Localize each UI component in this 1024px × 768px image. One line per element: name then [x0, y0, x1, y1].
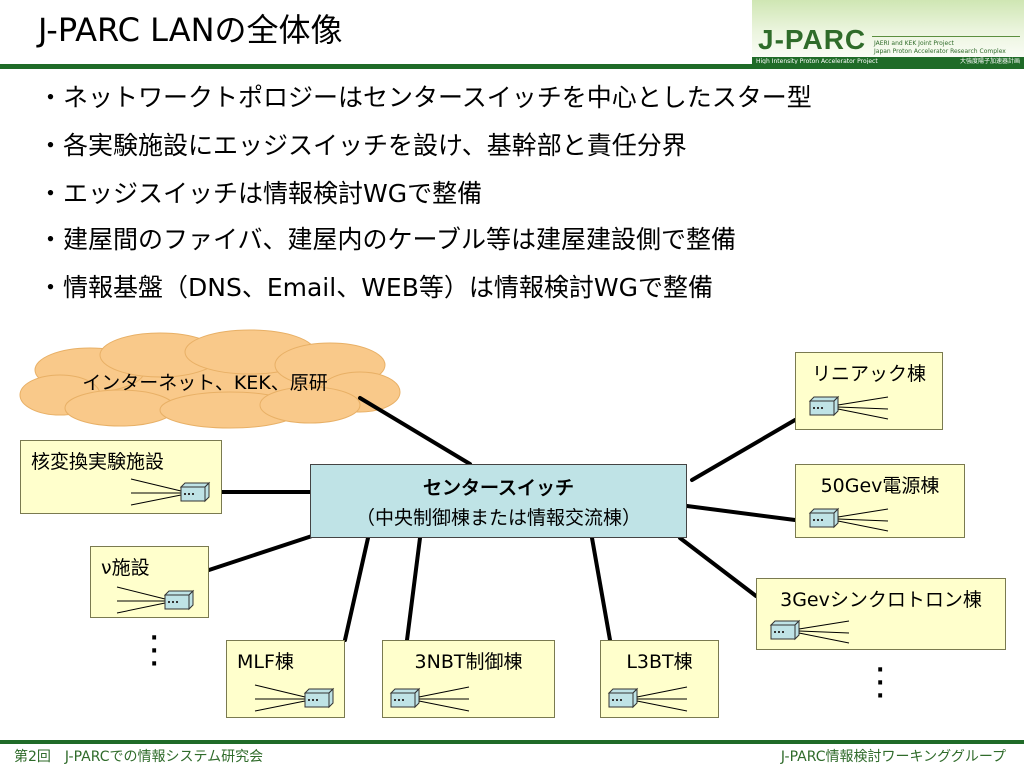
- logo-wordmark: J-PARC: [758, 24, 867, 55]
- edge-switch-icon: [116, 586, 195, 614]
- link-mlf: [343, 536, 370, 642]
- node-mlf-label: MLF棟: [237, 651, 294, 673]
- bullet-topology: ネットワークトポロジーはセンタースイッチを中心としたスター型: [38, 82, 812, 114]
- center-switch: センタースイッチ （中央制御棟または情報交流棟）: [310, 464, 687, 538]
- logo-strip-right: 大強度陽子加速器計画: [959, 58, 1020, 65]
- node-nuclear-label: 核変換実験施設: [31, 451, 165, 473]
- more-nodes-right-icon: ···: [876, 658, 885, 709]
- link-sync3: [678, 536, 758, 598]
- connection-lines: [207, 396, 797, 642]
- node-linac-label: リニアック棟: [811, 363, 926, 385]
- link-l3bt: [590, 536, 612, 642]
- footer-event: 第2回 J-PARCでの情報システム研究会: [14, 749, 264, 765]
- link-3nbt: [405, 536, 422, 642]
- jparc-logo: J-PARC JAERI and KEK Joint Project Japan…: [752, 0, 1024, 66]
- edge-switch-icon: [769, 619, 850, 644]
- logo-rule: [872, 36, 1020, 37]
- bullet-cabling: 建屋間のファイバ、建屋内のケーブル等は建屋建設側で整備: [38, 224, 736, 256]
- link-linac: [690, 418, 797, 482]
- node-l3bt: L3BT棟: [600, 640, 719, 718]
- node-nu-label: ν施設: [101, 557, 150, 579]
- center-switch-title: センタースイッチ: [422, 477, 575, 499]
- link-power50: [685, 504, 797, 522]
- logo-strip-left: High Intensity Proton Accelerator Projec…: [756, 58, 878, 65]
- logo-strip: High Intensity Proton Accelerator Projec…: [752, 57, 1024, 66]
- cloud-shape: [19, 329, 401, 429]
- bullet-edge-switch: 各実験施設にエッジスイッチを設け、基幹部と責任分界: [38, 130, 687, 162]
- node-power50-label: 50Gev電源棟: [820, 475, 940, 497]
- node-sync3: 3Gevシンクロトロン棟: [756, 578, 1006, 650]
- node-l3bt-label: L3BT棟: [626, 651, 693, 673]
- title-divider: [0, 64, 1024, 69]
- logo-subtitle-1: JAERI and KEK Joint Project: [874, 40, 954, 47]
- node-nuclear: 核変換実験施設: [20, 440, 222, 514]
- page-title: J-PARC LANの全体像: [38, 11, 343, 49]
- node-sync3-label: 3Gevシンクロトロン棟: [780, 589, 982, 611]
- footer-divider: [0, 740, 1024, 744]
- node-linac: リニアック棟: [795, 352, 943, 430]
- bullet-infrastructure: 情報基盤（DNS、Email、WEB等）は情報検討WGで整備: [38, 272, 713, 304]
- node-mlf: MLF棟: [226, 640, 345, 718]
- node-power50: 50Gev電源棟: [795, 464, 965, 538]
- center-switch-location: （中央制御棟または情報交流棟）: [355, 507, 641, 529]
- edge-switch-icon: [130, 478, 211, 506]
- logo-subtitle-2: Japan Proton Accelerator Research Comple…: [874, 48, 1006, 55]
- link-nu: [207, 534, 314, 572]
- cloud-label: インターネット、KEK、原研: [82, 372, 328, 394]
- bullet-edge-maintenance: エッジスイッチは情報検討WGで整備: [38, 178, 482, 210]
- edge-switch-icon: [607, 686, 688, 712]
- edge-switch-icon: [254, 684, 335, 712]
- link-cloud: [358, 396, 472, 466]
- edge-switch-icon: [808, 507, 889, 532]
- edge-switch-icon: [389, 686, 470, 712]
- footer-group: J-PARC情報検討ワーキンググループ: [780, 749, 1006, 765]
- node-3nbt: 3NBT制御棟: [382, 640, 555, 718]
- more-nodes-left-icon: ···: [150, 626, 159, 677]
- node-nu: ν施設: [90, 546, 209, 618]
- node-3nbt-label: 3NBT制御棟: [414, 651, 523, 673]
- edge-switch-icon: [808, 395, 889, 420]
